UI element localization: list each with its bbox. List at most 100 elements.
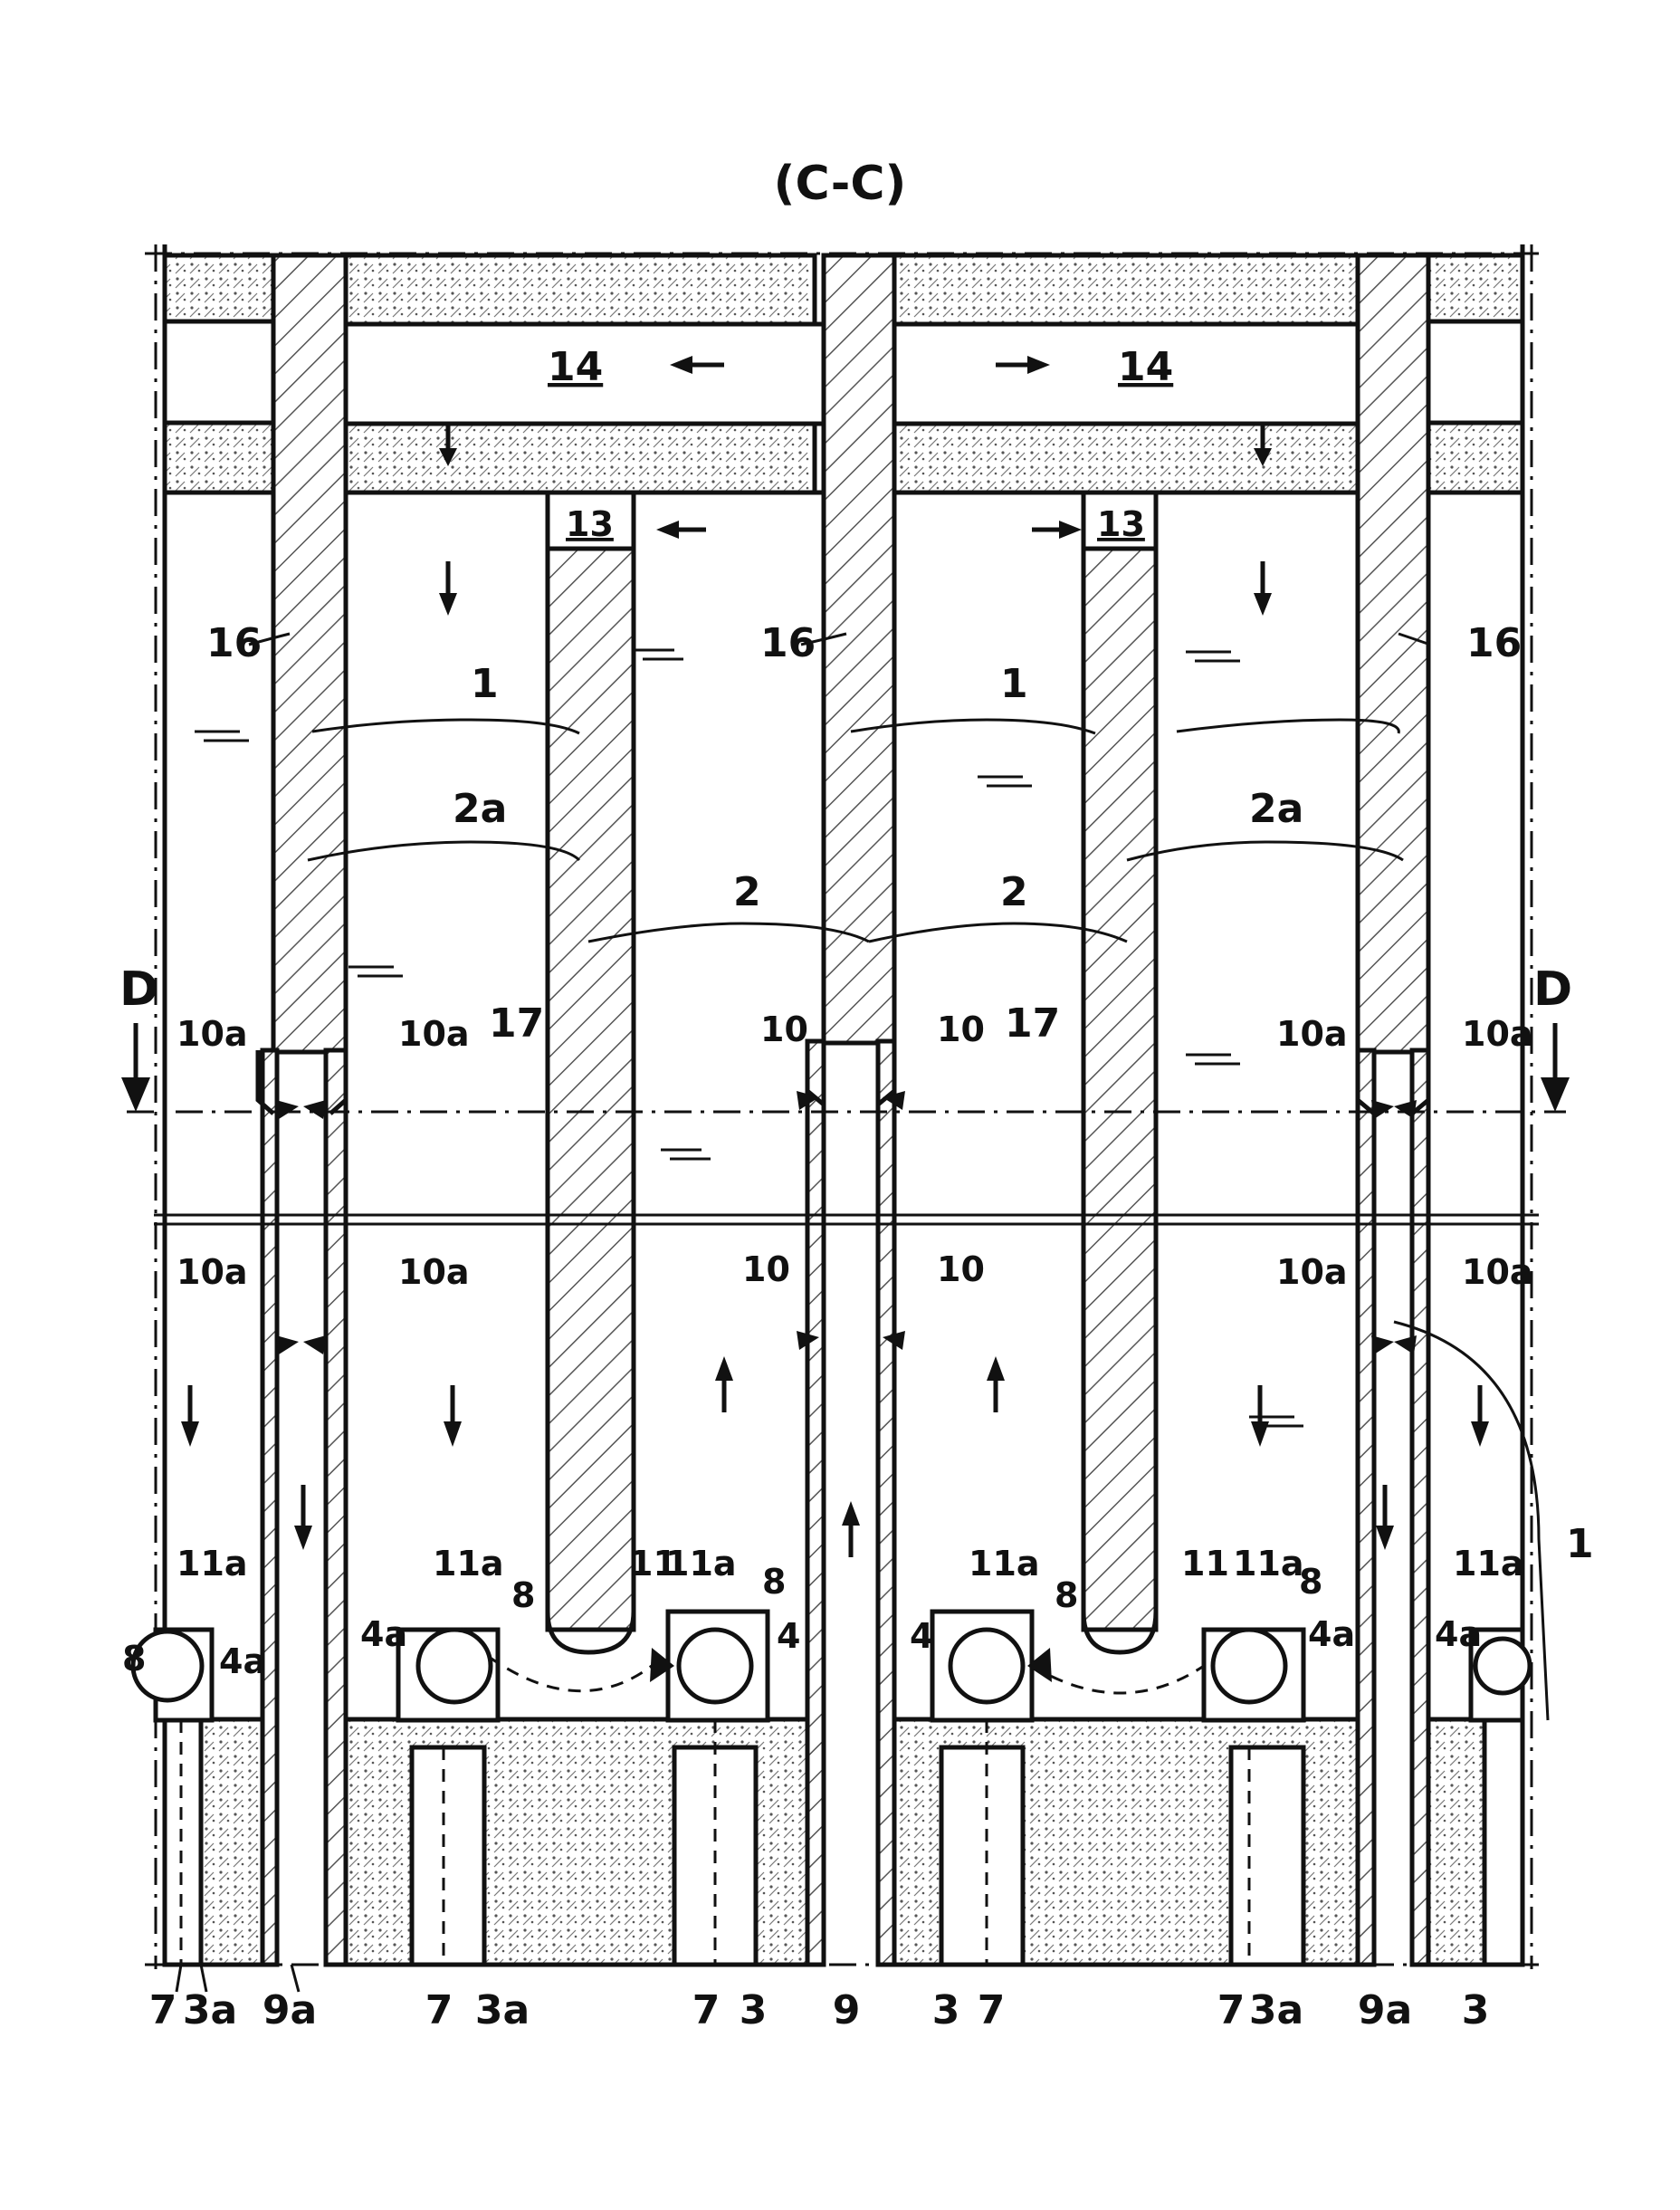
nozzle-11a-c bbox=[948, 1627, 1026, 1705]
label-16-centre: 16 bbox=[760, 620, 816, 666]
label-4a-left: 4a bbox=[219, 1641, 266, 1681]
port-shapes bbox=[255, 1041, 1431, 1354]
label-2a-left: 2a bbox=[453, 786, 507, 832]
bottom-label: 9a bbox=[262, 1987, 317, 2033]
label-10a-8: 10a bbox=[1462, 1252, 1533, 1292]
flue-14-left-label: 14 bbox=[548, 344, 603, 390]
duct-wall-9a-left-a bbox=[260, 1048, 280, 1967]
flue-14-right-label: 14 bbox=[1118, 344, 1173, 390]
label-4-b: 4 bbox=[910, 1616, 933, 1656]
label-11a-c: 11a bbox=[969, 1544, 1040, 1583]
label-10a-7: 10a bbox=[1276, 1252, 1348, 1292]
label-11a-d: 11a bbox=[1233, 1544, 1304, 1583]
bottom-label: 7 bbox=[149, 1987, 177, 2033]
hatch-level-marks bbox=[195, 648, 1303, 1428]
label-1-right: 1 bbox=[1000, 661, 1028, 707]
leader-lines bbox=[175, 632, 1550, 1993]
wall-17-left bbox=[545, 541, 636, 1632]
nozzle-11a-left bbox=[130, 1629, 205, 1703]
flue-13-right bbox=[1081, 490, 1159, 551]
bottom-label: 3a bbox=[1249, 1987, 1303, 2033]
section-title: (C-C) bbox=[774, 157, 907, 211]
bottom-label: 3 bbox=[932, 1987, 960, 2033]
pipe-8-a bbox=[488, 1655, 653, 1693]
flue-13-left-label: 13 bbox=[566, 504, 614, 544]
nozzle-11a-b bbox=[676, 1627, 754, 1705]
bottom-label: 3a bbox=[475, 1987, 530, 2033]
bottom-label: 3a bbox=[183, 1987, 237, 2033]
flow-arrow-8b bbox=[1027, 1648, 1052, 1682]
chamber-far-right bbox=[1426, 490, 1525, 1722]
bottom-label: 3 bbox=[1462, 1987, 1490, 2033]
label-10a-4: 10a bbox=[1462, 1014, 1533, 1054]
bottom-label: 3 bbox=[740, 1987, 768, 2033]
pipe-8-b bbox=[1031, 1664, 1205, 1695]
nozzle-11a-right bbox=[1473, 1636, 1532, 1696]
label-10-3: 10 bbox=[742, 1249, 790, 1289]
label-11a-right: 11a bbox=[1453, 1544, 1524, 1583]
label-4-a: 4 bbox=[777, 1616, 800, 1656]
label-8-c: 8 bbox=[1055, 1575, 1078, 1615]
wall-17-left-bottom bbox=[545, 1611, 636, 1655]
section-D-right-label: D bbox=[1533, 962, 1572, 1017]
label-11a-left: 11a bbox=[177, 1544, 248, 1583]
riser-3-right bbox=[1482, 1717, 1525, 1967]
wall-16-left bbox=[271, 253, 348, 1055]
label-11a-a: 11a bbox=[433, 1544, 504, 1583]
duct-wall-9-b bbox=[875, 1038, 897, 1967]
bottom-label: 7 bbox=[1217, 1987, 1246, 2033]
riser-3a-b bbox=[1228, 1745, 1306, 1967]
label-11-left: 11 bbox=[629, 1544, 677, 1583]
bottom-label: 7 bbox=[978, 1987, 1006, 2033]
label-8-left: 8 bbox=[122, 1639, 146, 1679]
label-10-4: 10 bbox=[937, 1249, 985, 1289]
label-1-left: 1 bbox=[471, 661, 499, 707]
chamber-far-left bbox=[162, 490, 276, 1722]
crown-block-right bbox=[1426, 319, 1525, 426]
duct-wall-9-a bbox=[805, 1038, 826, 1967]
label-11-right: 11 bbox=[1181, 1544, 1229, 1583]
label-4a-right: 4a bbox=[1435, 1614, 1482, 1654]
duct-wall-9a-right-b bbox=[1409, 1048, 1431, 1967]
riser-3a-left bbox=[162, 1717, 204, 1967]
label-10-1: 10 bbox=[760, 1009, 808, 1049]
label-17-right: 17 bbox=[1005, 1000, 1060, 1047]
duct-wall-9a-right-a bbox=[1355, 1048, 1377, 1967]
label-2a-right: 2a bbox=[1249, 786, 1303, 832]
label-8-a: 8 bbox=[511, 1575, 535, 1615]
nozzle-11a-d bbox=[1210, 1627, 1288, 1705]
flue-13-right-label: 13 bbox=[1097, 504, 1145, 544]
label-11a-b: 11a bbox=[665, 1544, 737, 1583]
bottom-label: 9a bbox=[1358, 1987, 1412, 2033]
label-16-left: 16 bbox=[206, 620, 262, 666]
section-D-right-arrowhead bbox=[1541, 1077, 1570, 1112]
label-10a-6: 10a bbox=[398, 1252, 470, 1292]
bottom-label: 7 bbox=[692, 1987, 721, 2033]
bottom-label: 7 bbox=[425, 1987, 453, 2033]
wall-17-right-bottom bbox=[1081, 1611, 1159, 1655]
label-4a-a: 4a bbox=[360, 1614, 407, 1654]
crown-block-left bbox=[162, 319, 276, 426]
label-10a-3: 10a bbox=[1276, 1014, 1348, 1054]
duct-wall-9a-left-b bbox=[323, 1048, 348, 1967]
flow-arrow-8a bbox=[650, 1648, 674, 1682]
riser-3a-a bbox=[409, 1745, 487, 1967]
label-10-2: 10 bbox=[937, 1009, 985, 1049]
wall-16-right bbox=[1355, 253, 1431, 1055]
label-8-b: 8 bbox=[762, 1562, 786, 1602]
flue-14-right bbox=[892, 321, 1360, 426]
label-2-left: 2 bbox=[733, 869, 761, 915]
label-17-left: 17 bbox=[489, 1000, 544, 1047]
label-10a-1: 10a bbox=[177, 1014, 248, 1054]
wall-16-centre bbox=[821, 253, 897, 1046]
nozzle-11a-a bbox=[415, 1627, 493, 1705]
label-8-d: 8 bbox=[1299, 1562, 1322, 1602]
bottom-label: 9 bbox=[833, 1987, 861, 2033]
label-1-brace: 1 bbox=[1566, 1521, 1594, 1567]
label-2-right: 2 bbox=[1000, 869, 1028, 915]
flue-13-left bbox=[545, 490, 636, 551]
section-D-left-label: D bbox=[119, 962, 158, 1017]
label-10a-5: 10a bbox=[177, 1252, 248, 1292]
flow-arrows bbox=[181, 356, 1489, 1557]
